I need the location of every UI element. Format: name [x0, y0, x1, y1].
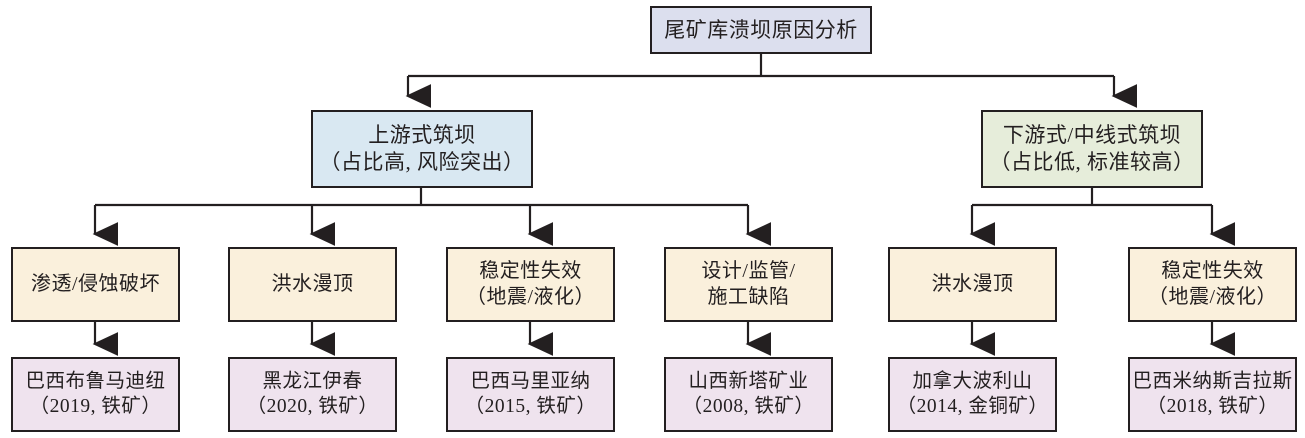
node-branch-downstream-line1: 下游式/中线式筑坝	[1002, 123, 1182, 148]
node-cause-4-line1: 设计/监管/	[701, 259, 796, 282]
node-branch-upstream-line2: （占比高, 风险突出）	[319, 150, 525, 174]
node-cause-1[interactable]: 渗透/侵蚀破坏	[11, 247, 180, 322]
node-case-5-line1: 加拿大波利山	[912, 370, 1033, 392]
node-root[interactable]: 尾矿库溃坝原因分析	[650, 6, 872, 54]
node-case-2-line1: 黑龙江伊春	[262, 370, 363, 392]
node-branch-upstream[interactable]: 上游式筑坝 （占比高, 风险突出）	[311, 110, 533, 188]
node-root-label: 尾矿库溃坝原因分析	[664, 17, 858, 42]
node-cause-4-line2: 施工缺陷	[707, 285, 790, 308]
node-cause-2-line1: 洪水漫顶	[271, 272, 354, 295]
node-case-3-line2: （2015, 铁矿）	[464, 395, 597, 417]
node-case-3-line1: 巴西马里亚纳	[470, 370, 591, 392]
node-case-1-line2: （2019, 铁矿）	[29, 395, 162, 417]
node-case-1-line1: 巴西布鲁马迪纽	[25, 370, 166, 392]
node-cause-5[interactable]: 洪水漫顶	[888, 247, 1057, 322]
node-case-1[interactable]: 巴西布鲁马迪纽 （2019, 铁矿）	[11, 357, 180, 432]
node-cause-6-line2: （地震/液化）	[1147, 285, 1278, 308]
node-case-4[interactable]: 山西新塔矿业 （2008, 铁矿）	[664, 357, 833, 432]
node-case-2-line2: （2020, 铁矿）	[246, 395, 379, 417]
node-case-4-line2: （2008, 铁矿）	[682, 395, 815, 417]
node-case-3[interactable]: 巴西马里亚纳 （2015, 铁矿）	[446, 357, 615, 432]
node-cause-6-line1: 稳定性失效	[1161, 259, 1264, 282]
node-case-6-line1: 巴西米纳斯吉拉斯	[1132, 370, 1293, 392]
node-case-5[interactable]: 加拿大波利山 （2014, 金铜矿）	[888, 357, 1057, 432]
node-case-6-line2: （2018, 铁矿）	[1146, 395, 1279, 417]
node-cause-3[interactable]: 稳定性失效 （地震/液化）	[446, 247, 615, 322]
node-case-4-line1: 山西新塔矿业	[688, 370, 809, 392]
node-cause-3-line1: 稳定性失效	[479, 259, 582, 282]
node-cause-4[interactable]: 设计/监管/ 施工缺陷	[664, 247, 833, 322]
node-cause-6[interactable]: 稳定性失效 （地震/液化）	[1128, 247, 1297, 322]
node-cause-3-line2: （地震/液化）	[465, 285, 596, 308]
node-case-6[interactable]: 巴西米纳斯吉拉斯 （2018, 铁矿）	[1128, 357, 1297, 432]
node-case-5-line2: （2014, 金铜矿）	[896, 395, 1049, 417]
node-cause-2[interactable]: 洪水漫顶	[228, 247, 397, 322]
node-cause-5-line1: 洪水漫顶	[931, 272, 1014, 295]
node-branch-downstream[interactable]: 下游式/中线式筑坝 （占比低, 标准较高）	[981, 110, 1203, 188]
node-cause-1-line1: 渗透/侵蚀破坏	[30, 272, 161, 295]
node-case-2[interactable]: 黑龙江伊春 （2020, 铁矿）	[228, 357, 397, 432]
node-branch-upstream-line1: 上游式筑坝	[368, 123, 476, 148]
node-branch-downstream-line2: （占比低, 标准较高）	[989, 150, 1195, 174]
